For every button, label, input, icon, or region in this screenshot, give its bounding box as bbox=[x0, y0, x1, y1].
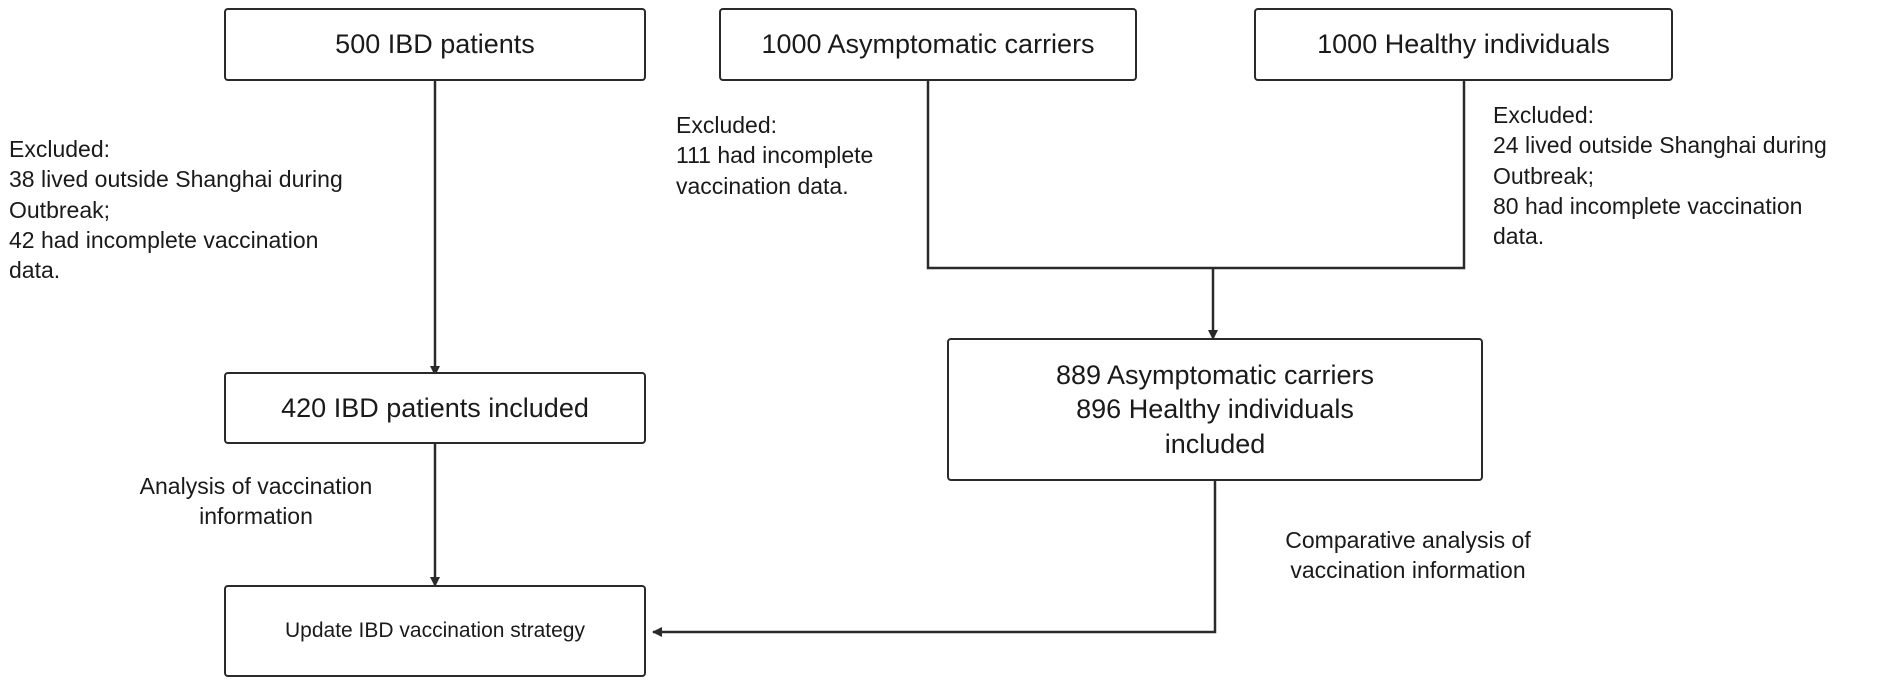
box-asymptomatic-carriers-label: 1000 Asymptomatic carriers bbox=[761, 29, 1095, 60]
box-outcome: Update IBD vaccination strategy bbox=[224, 585, 646, 677]
merge-connector bbox=[926, 79, 1466, 270]
arrow-controls-to-outcome bbox=[652, 481, 1217, 637]
box-ibd-included-label: 420 IBD patients included bbox=[281, 392, 589, 423]
box-controls-included-label: 889 Asymptomatic carriers 896 Healthy in… bbox=[1055, 360, 1375, 459]
note-ibd-analysis: Analysis of vaccination information bbox=[139, 473, 373, 530]
note-carriers-excluded: Excluded: 111 had incomplete vaccination… bbox=[676, 112, 874, 199]
box-outcome-label: Update IBD vaccination strategy bbox=[285, 618, 585, 642]
box-controls-included: 889 Asymptomatic carriers 896 Healthy in… bbox=[947, 338, 1483, 481]
box-healthy-individuals: 1000 Healthy individuals bbox=[1254, 8, 1673, 81]
box-ibd-patients: 500 IBD patients bbox=[224, 8, 646, 81]
box-ibd-patients-label: 500 IBD patients bbox=[335, 29, 535, 60]
box-healthy-individuals-label: 1000 Healthy individuals bbox=[1317, 29, 1610, 60]
note-comparative-analysis: Comparative analysis of vaccination info… bbox=[1285, 527, 1531, 584]
note-healthy-excluded: Excluded: 24 lived outside Shanghai duri… bbox=[1493, 102, 1827, 250]
box-asymptomatic-carriers: 1000 Asymptomatic carriers bbox=[719, 8, 1137, 81]
note-ibd-excluded: Excluded: 38 lived outside Shanghai duri… bbox=[9, 136, 343, 284]
box-ibd-included: 420 IBD patients included bbox=[224, 372, 646, 444]
